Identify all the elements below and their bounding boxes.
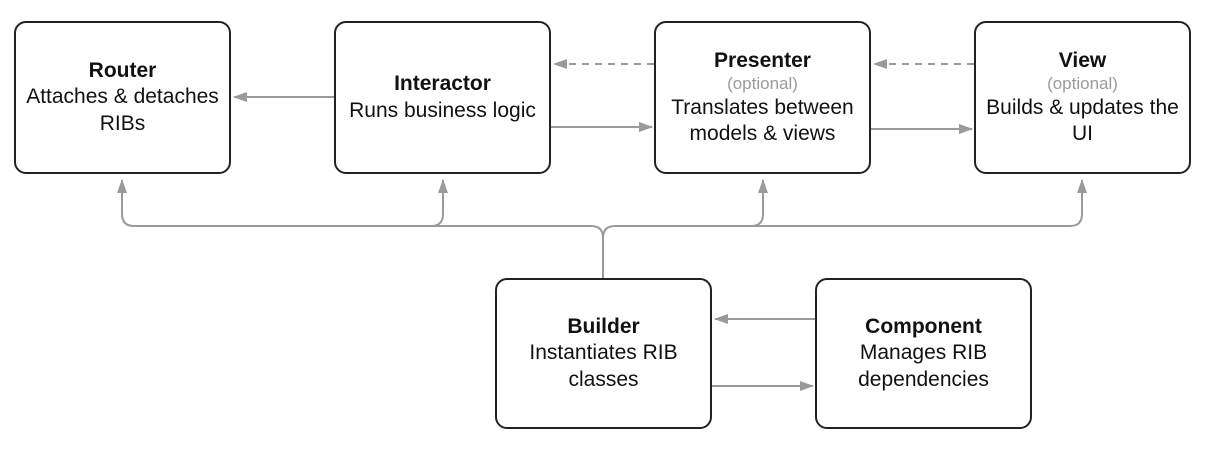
component-description: Manages RIB dependencies <box>858 341 989 391</box>
router-description: Attaches & detaches RIBs <box>26 85 219 135</box>
router-box: Router Attaches & detaches RIBs <box>14 21 231 174</box>
component-box: Component Manages RIB dependencies <box>815 278 1032 429</box>
view-description: Builds & updates the UI <box>986 95 1179 145</box>
component-title: Component <box>865 315 982 339</box>
builder-box: Builder Instantiates RIB classes <box>495 278 712 429</box>
arrow-builder-to-presenter <box>750 179 768 227</box>
presenter-box: Presenter (optional) Translates between … <box>654 21 871 174</box>
builder-title: Builder <box>567 315 640 339</box>
builder-description: Instantiates RIB classes <box>529 341 678 391</box>
view-box: View (optional) Builds & updates the UI <box>974 21 1191 174</box>
router-title: Router <box>88 59 157 83</box>
view-optional-label: (optional) <box>1047 74 1118 94</box>
presenter-optional-label: (optional) <box>727 74 798 94</box>
interactor-description: Runs business logic <box>349 98 536 122</box>
view-title: View <box>1058 48 1107 72</box>
presenter-title: Presenter <box>714 48 811 72</box>
interactor-title: Interactor <box>394 72 491 96</box>
arrow-builder-to-interactor <box>430 179 448 227</box>
interactor-box: Interactor Runs business logic <box>334 21 551 174</box>
connector-builder-trunk <box>117 179 604 278</box>
connector-bus-right <box>602 179 1087 239</box>
presenter-description: Translates between models & views <box>671 95 854 145</box>
